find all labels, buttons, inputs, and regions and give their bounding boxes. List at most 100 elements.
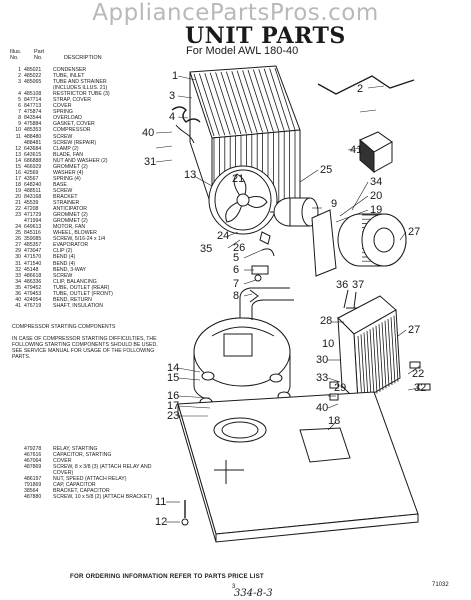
callout-c19: 19 [370, 204, 382, 216]
fan-motor [270, 197, 319, 227]
parts-cell-part-no: 471729 [24, 212, 42, 219]
callout-c27b: 27 [408, 324, 420, 336]
parts-cell-part-no: 643615 [24, 151, 42, 158]
coil-fin [357, 335, 363, 403]
coil-fin [274, 67, 296, 131]
parts-cell-part-no: 471570 [24, 254, 42, 261]
coil-fin [253, 69, 274, 132]
parts-cell-description: SPRING (4) [53, 175, 81, 182]
header-part: Part [34, 49, 45, 55]
callout-c30: 30 [316, 354, 328, 366]
callout-c40b: 40 [316, 402, 328, 414]
callout-c1: 1 [172, 70, 178, 82]
parts-cell-description: GROMMET (2) [53, 218, 88, 225]
parts-cell-description: TUBE, OUTLET (REAR) [53, 284, 110, 291]
callout-c25: 25 [320, 164, 332, 176]
callout-c23: 23 [167, 410, 179, 422]
parts-cell-part-no: 359085 [24, 236, 42, 243]
header-illus: Illus. [10, 49, 22, 55]
parts-cell-description: BEND (4) [53, 254, 76, 261]
kit-cell-description: SCREW, 10 x 5/8 (2) (ATTACH BRACKET) [53, 494, 152, 501]
insulation-block [359, 131, 393, 174]
parts-cell-description: SCREW, 5/16-24 x 1/4 [53, 236, 106, 243]
parts-cell-description: SCREW [53, 272, 73, 279]
parts-cell-description: SCREW (REPAIR) [53, 139, 97, 146]
coil-fin [366, 330, 372, 397]
parts-cell-illus-no: 25 [15, 230, 21, 237]
callout-c13: 13 [184, 169, 196, 181]
page-number: 3 [232, 584, 236, 590]
kit-cell-part-no: 486197 [24, 476, 42, 483]
callout-c17: 17 [167, 400, 179, 412]
base-pan [177, 391, 419, 543]
header-description: DESCRIPTION [64, 55, 102, 62]
parts-cell-part-no: 45539 [24, 200, 39, 207]
parts-cell-illus-no: 7 [18, 109, 21, 116]
header-no2: No. [34, 55, 43, 62]
parts-cell-illus-no: 29 [15, 248, 21, 255]
callout-c26: 26 [233, 242, 245, 254]
callout-c16: 16 [167, 390, 179, 402]
coil-fin [360, 334, 366, 401]
parts-cell-description: MOTOR, FAN [53, 224, 86, 231]
parts-cell-part-no: 648240 [24, 181, 42, 188]
parts-cell-description: BEND, RETURN [53, 296, 92, 303]
callout-c2: 2 [357, 83, 363, 95]
parts-cell-part-no: 485108 [24, 91, 42, 98]
parts-cell-part-no: 486336 [24, 278, 42, 285]
parts-cell-part-no: 479453 [24, 290, 42, 297]
parts-cell-part-no: 485353 [24, 127, 42, 134]
coil-fin [384, 320, 390, 387]
parts-cell-description: SCREW [53, 133, 73, 140]
ordering-footer: FOR ORDERING INFORMATION REFER TO PARTS … [70, 573, 264, 580]
parts-cell-description: BRACKET [53, 193, 78, 200]
blower-wheel [337, 213, 407, 267]
parts-cell-part-no: 471540 [24, 260, 42, 267]
watermark: AppliancePartsPros.com [92, 0, 379, 26]
coil-fin [372, 327, 378, 394]
parts-cell-part-no: 42569 [24, 169, 39, 176]
callout-c10: 10 [322, 338, 334, 350]
parts-cell-illus-no: 27 [15, 242, 21, 249]
parts-cell-description: NUT AND WASHER (2) [53, 157, 108, 164]
callout-c24: 24 [217, 230, 229, 242]
parts-cell-illus-no: 32 [15, 266, 21, 273]
parts-cell-description: (INCLUDES ILLUS. 21) [53, 85, 108, 92]
parts-cell-description: RESTRICTOR TUBE (3) [53, 91, 110, 98]
callout-c5: 5 [233, 252, 239, 264]
callout-c29: 29 [334, 382, 346, 394]
parts-cell-description: EVAPORATOR [53, 242, 89, 249]
section-title: COMPRESSOR STARTING COMPONENTS [12, 324, 116, 330]
section-note: IN CASE OF COMPRESSOR STARTING DIFFICULT… [12, 336, 158, 361]
callout-c32: 32 [414, 382, 426, 394]
coil-fin [387, 318, 393, 386]
parts-cell-illus-no: 34 [15, 278, 21, 285]
parts-cell-illus-no: 30 [15, 254, 21, 261]
coil-fin [199, 73, 220, 136]
callout-c36: 36 [336, 279, 348, 291]
parts-cell-part-no: 485022 [24, 73, 42, 80]
coil-fin [393, 315, 399, 382]
parts-cell-description: ANTICIPATOR [53, 206, 88, 213]
parts-cell-illus-no: 19 [15, 187, 21, 194]
